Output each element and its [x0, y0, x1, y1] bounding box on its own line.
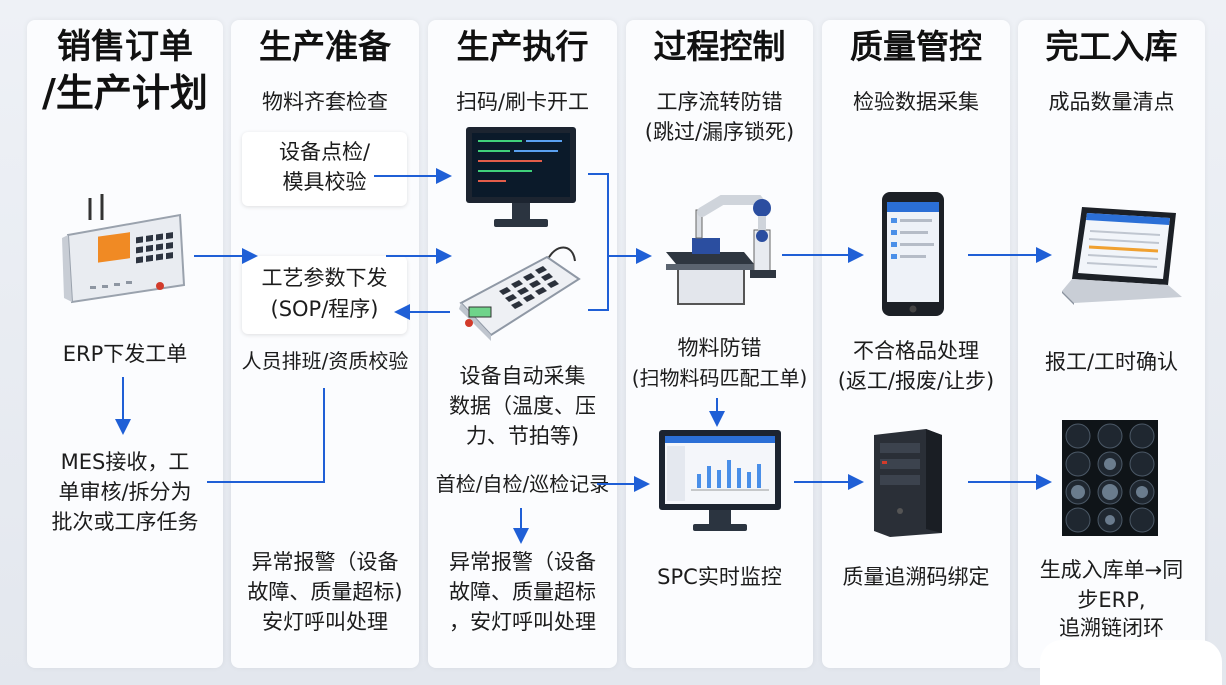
- label-material-check: 物料齐套检查: [262, 90, 388, 114]
- label-alarm-exec-1: 异常报警（设备: [449, 550, 596, 574]
- label-equipment-check-2: 模具校验: [282, 170, 367, 194]
- label-alarm-prep-1: 异常报警（设备: [251, 550, 399, 574]
- column-quality: [822, 20, 1010, 668]
- label-warehousing-1: 生成入库单→同: [1039, 558, 1184, 582]
- column-sales-plan: [27, 20, 223, 668]
- label-inspection-records: 首检/自检/巡检记录: [435, 472, 610, 496]
- robot-arm-icon: [666, 195, 776, 305]
- tablet-icon: [882, 192, 944, 316]
- label-mes-line1: MES接收，工: [60, 450, 190, 474]
- label-warehousing-2: 步ERP,: [1077, 588, 1146, 612]
- process-params-box: [242, 256, 407, 334]
- label-nonconforming-1: 不合格品处理: [853, 339, 979, 363]
- card-reader-icon: [459, 246, 581, 341]
- inspection-grid-icon: [1062, 420, 1158, 536]
- title-execution: 生产执行: [456, 27, 589, 66]
- column-warehousing: [1018, 20, 1205, 668]
- label-alarm-prep-2: 故障、质量超标): [247, 580, 403, 604]
- label-auto-collect-3: 力、节拍等): [465, 424, 580, 448]
- label-material-errorproof-2: (扫物料码匹配工单): [631, 366, 808, 390]
- label-routing-errorproof-2: (跳过/漏序锁死): [644, 120, 795, 144]
- title-quality: 质量管控: [850, 27, 982, 66]
- label-warehousing-3: 追溯链闭环: [1059, 616, 1164, 640]
- label-material-errorproof-1: 物料防错: [677, 336, 762, 360]
- label-nonconforming-2: (返工/报废/让步): [837, 369, 995, 393]
- label-process-params-2: (SOP/程序): [270, 297, 379, 321]
- title-warehousing: 完工入库: [1045, 27, 1178, 66]
- label-trace-code: 质量追溯码绑定: [842, 565, 990, 589]
- label-inspection-data: 检验数据采集: [853, 90, 979, 114]
- server-tower-icon: [874, 429, 942, 537]
- label-alarm-exec-3: ，安灯呼叫处理: [449, 610, 596, 634]
- monitor-icon: [466, 127, 576, 227]
- label-mes-line2: 单审核/拆分为: [58, 480, 192, 504]
- title-sales-plan-line2: /生产计划: [42, 71, 208, 115]
- equipment-check-box: [242, 132, 407, 206]
- title-process-control: 过程控制: [653, 27, 786, 66]
- label-auto-collect-2: 数据（温度、压: [449, 394, 596, 418]
- label-product-count: 成品数量清点: [1048, 90, 1175, 114]
- label-routing-errorproof-1: 工序流转防错: [656, 90, 783, 114]
- label-erp-issue: ERP下发工单: [62, 342, 188, 366]
- title-preparation: 生产准备: [259, 27, 391, 66]
- title-sales-plan-line1: 销售订单: [57, 27, 193, 67]
- column-preparation: [231, 20, 419, 668]
- laptop-icon: [1062, 207, 1182, 305]
- label-staff-scheduling: 人员排班/资质校验: [241, 349, 409, 373]
- label-scan-start: 扫码/刷卡开工: [455, 90, 590, 114]
- label-alarm-prep-3: 安灯呼叫处理: [262, 610, 388, 634]
- label-alarm-exec-2: 故障、质量超标: [449, 580, 596, 604]
- label-process-params-1: 工艺参数下发: [261, 266, 388, 290]
- label-report-work: 报工/工时确认: [1044, 350, 1179, 374]
- spc-monitor-icon: [659, 430, 781, 531]
- label-auto-collect-1: 设备自动采集: [459, 364, 586, 388]
- label-spc-monitoring: SPC实时监控: [657, 565, 782, 589]
- erp-terminal-icon: [62, 194, 186, 304]
- column-process-control: [626, 20, 813, 668]
- corner-blob: [1040, 640, 1222, 685]
- label-mes-line3: 批次或工序任务: [51, 510, 199, 534]
- label-equipment-check-1: 设备点检/: [278, 140, 371, 164]
